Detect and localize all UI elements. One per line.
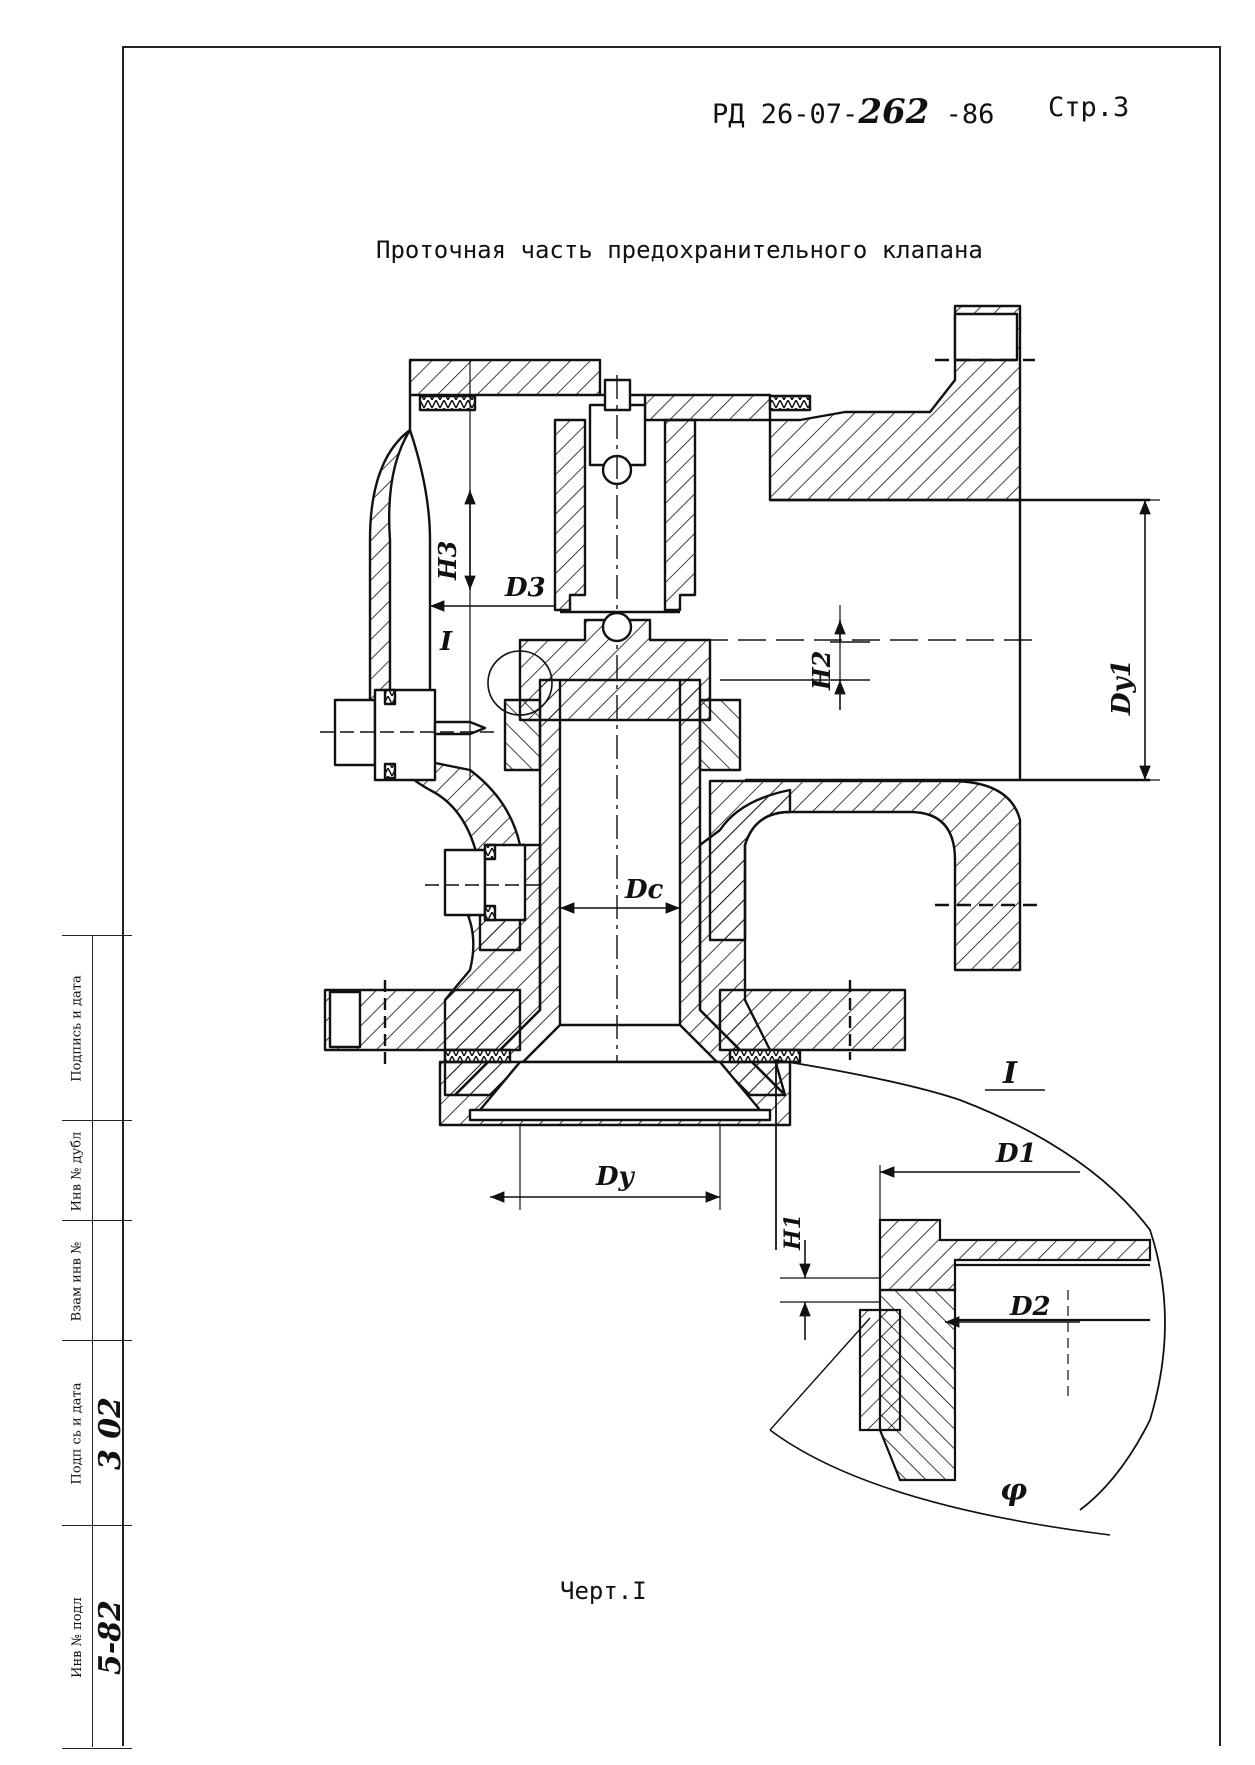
stamp-cell-podp-data-1: Подп сь и дата 3 02 [62,1340,132,1526]
stamp-col-vzam-inv: Взам инв № [69,1241,85,1321]
drawing-caption: Черт.I [560,1577,647,1605]
detail-i-marker [487,650,553,716]
doc-number: 262 [858,92,930,132]
drawing-title: Проточная часть предохранительного клапа… [376,236,983,264]
outlet-bolt-hole-top [953,312,1019,362]
label-d2: D2 [1009,1292,1051,1322]
adjusting-ring [503,698,542,772]
doc-suffix: -86 [945,99,995,130]
top-gasket-left [418,394,477,412]
inlet-bolt-hole-left [328,990,362,1049]
guide-sleeve [553,418,587,612]
doc-prefix: РД 26-07- [712,99,859,130]
inlet-flange [323,988,522,1052]
drain-plug-lower [443,848,487,917]
label-dc: Dc [624,875,664,905]
frame-top-line [122,46,1219,48]
label-h1: H1 [780,1214,806,1251]
stamp-cell-inv-podl: Инв № подл 5-82 [62,1525,132,1749]
approval-stamp-strip: Подпись и дата Инв № дубл Взам инв № Под… [62,935,132,1749]
spindle-ball-bottom [601,611,633,643]
detail-i-view [769,1058,1166,1536]
stamp-col-inv-dubl: Инв № дубл [69,1131,85,1211]
stamp-col-inv-podl: Инв № подл [69,1596,85,1678]
document-code: РД 26-07-262 -86 [712,92,994,132]
stamp-cell-podpis-data-2: Подпись и дата [62,935,132,1121]
stamp-cell-vzam-inv: Взам инв № [62,1220,132,1341]
valve-disc [518,618,712,722]
frame-right-line [1219,46,1221,1746]
page-number: Стр.3 [1048,92,1130,123]
stamp-val-podp-data: 3 02 [93,1396,129,1471]
inlet-flange-right [718,988,907,1052]
stamp-col-podp-data-2: Подпись и дата [69,975,85,1082]
stamp-cell-inv-dubl: Инв № дубл [62,1120,132,1221]
label-detail-mark: I [439,627,453,657]
label-dy: Dy [595,1162,636,1192]
adjusting-ring-right [698,698,742,772]
label-d1: D1 [995,1139,1037,1169]
label-phi: φ [1000,1473,1027,1508]
top-cover [408,358,772,422]
stamp-val-inv-podl: 5-82 [93,1599,129,1675]
guide-sleeve-right [663,418,697,612]
label-h3: H3 [433,541,462,581]
label-h2: H2 [807,651,836,691]
inlet-gasket-right [728,1048,802,1064]
inlet-gasket-left [443,1048,512,1064]
label-d3: D3 [504,573,546,603]
label-dy1: Dy1 [1107,659,1137,716]
label-detail-title: I [1002,1056,1018,1091]
frame-left-line [122,46,124,1746]
stamp-col-podp-data-1: Подп сь и дата [69,1382,85,1485]
top-gasket-right [768,394,812,412]
